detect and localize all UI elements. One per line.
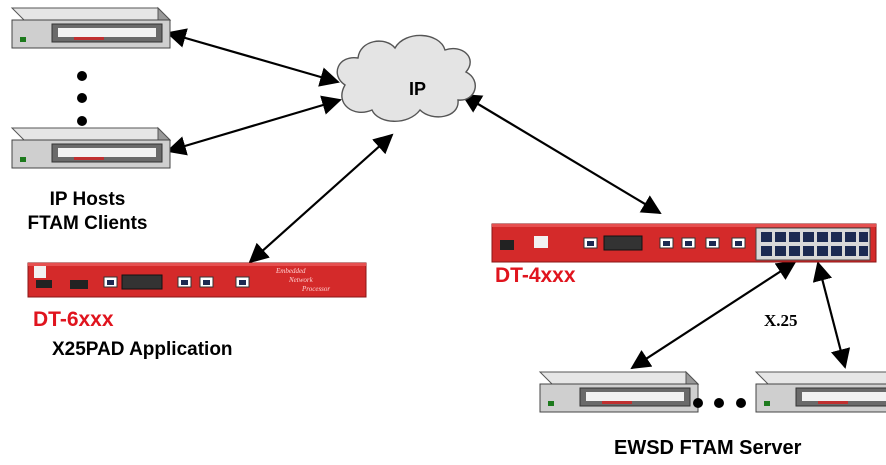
link-host1-cloud: [166, 28, 340, 87]
cloud-label: IP: [409, 79, 426, 99]
ellipsis-dots: [77, 71, 87, 126]
hosts-label-line1: IP Hosts: [49, 189, 126, 210]
server-icon: [539, 371, 699, 413]
router-icon: Embedded Network Processor: [27, 262, 367, 298]
server-icon: [11, 127, 171, 169]
x25-label: X.25: [764, 311, 798, 330]
hosts-label: IP Hosts FTAM Clients: [0, 188, 175, 236]
svg-text:Processor: Processor: [301, 285, 330, 293]
router-icon: [491, 223, 877, 263]
svg-text:Network: Network: [288, 276, 314, 284]
link-cloud-dt4: [461, 93, 662, 215]
svg-text:Embedded: Embedded: [275, 267, 306, 275]
link-dt6-cloud: [248, 133, 394, 264]
link-dt4-server1: [630, 260, 797, 370]
dt4-model-label: DT-4xxx: [495, 264, 576, 287]
connectors: [166, 28, 851, 370]
hosts-label-line2: FTAM Clients: [27, 213, 148, 234]
server-icon: [11, 7, 171, 49]
dt6-model-label: DT-6xxx: [33, 308, 114, 331]
ellipsis-dots: [693, 398, 746, 408]
server-label: EWSD FTAM Server: [614, 437, 802, 459]
dt6-app-label: X25PAD Application: [52, 339, 233, 360]
link-dt4-server2: [812, 261, 851, 369]
link-host2-cloud: [166, 95, 342, 156]
server-icon: [755, 371, 886, 413]
cloud-icon: IP: [336, 34, 476, 122]
